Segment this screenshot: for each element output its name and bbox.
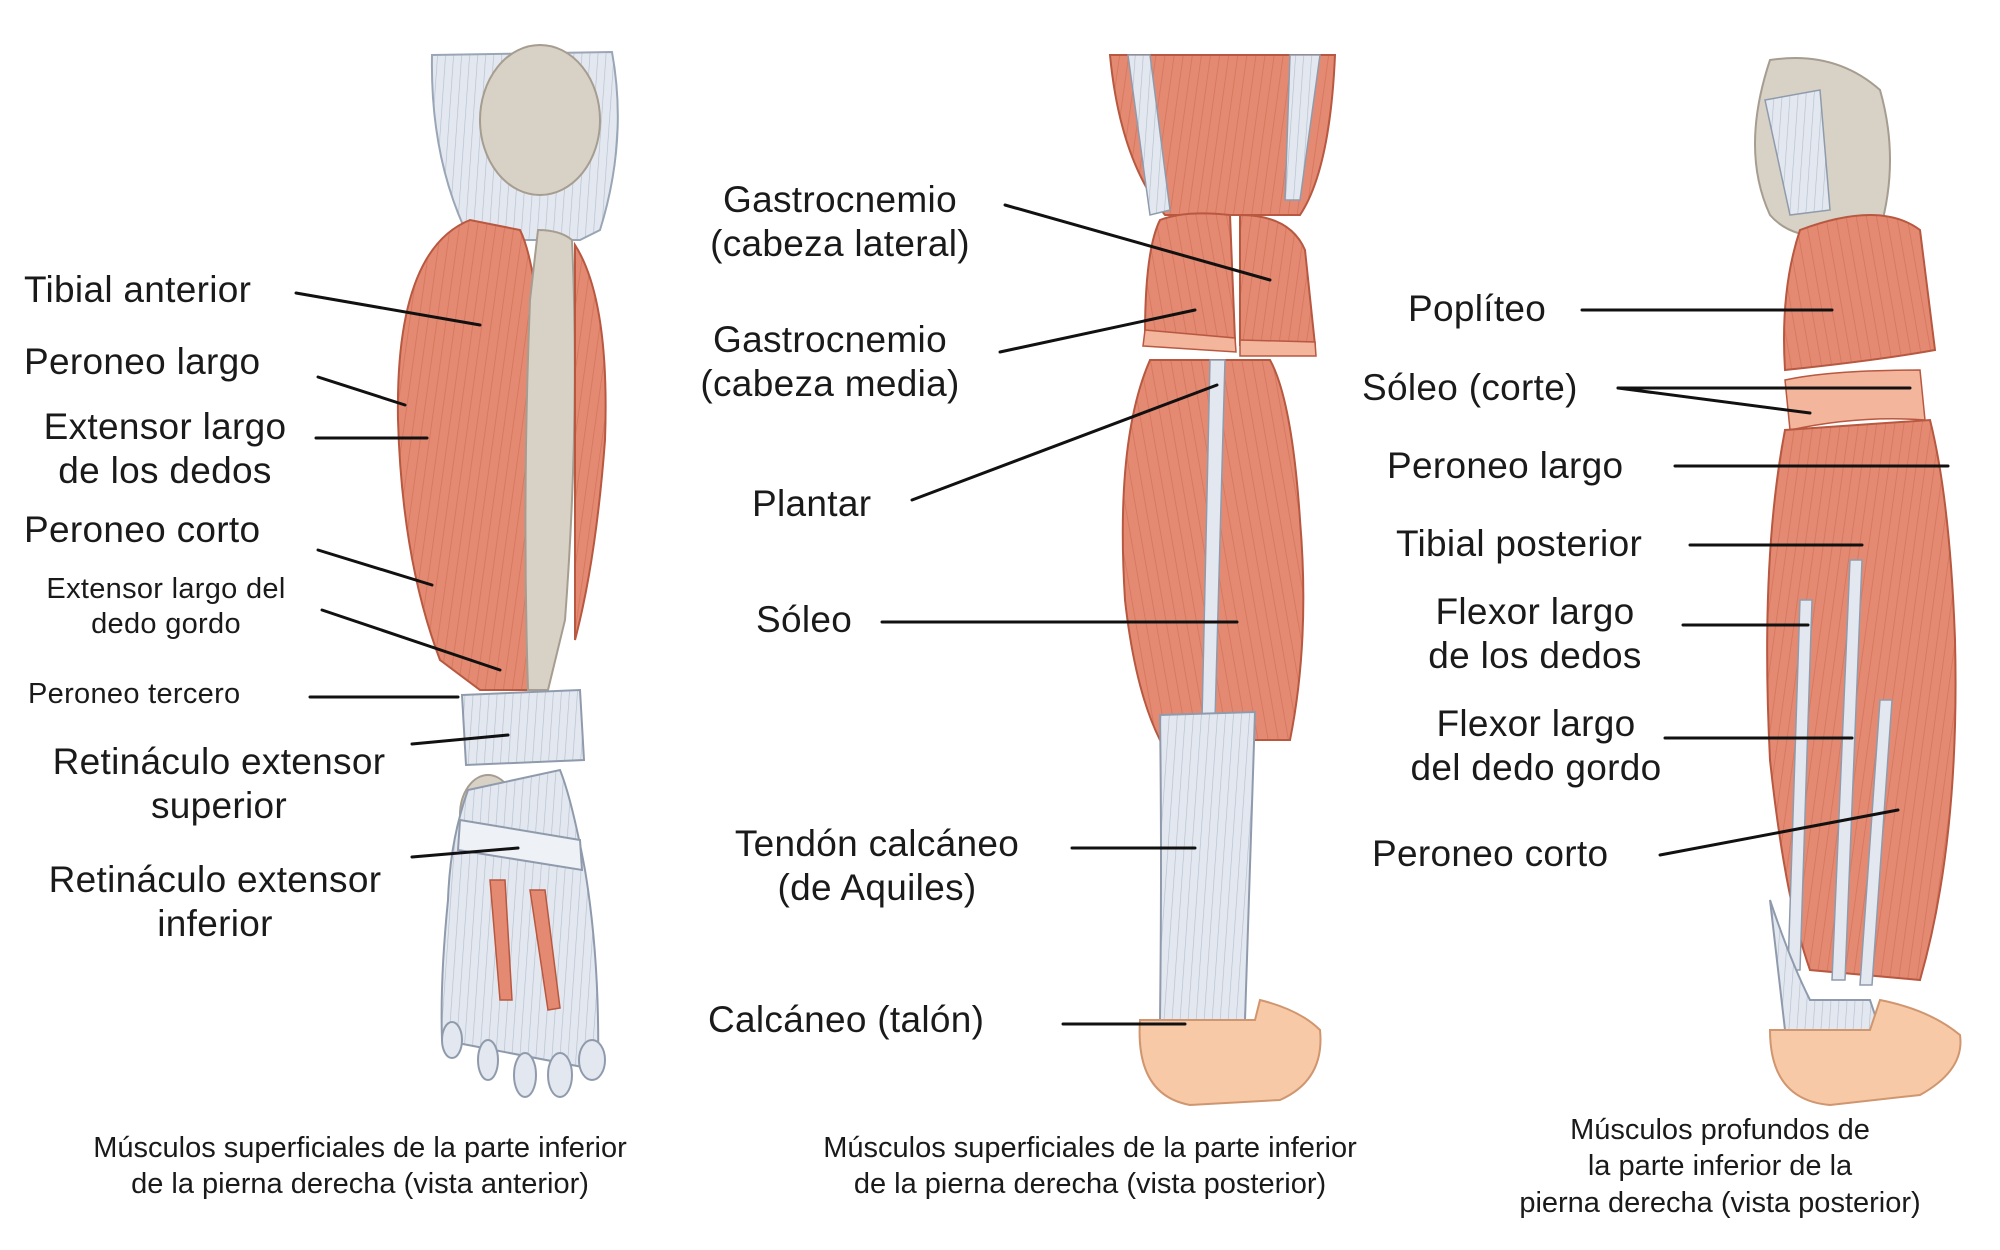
- label-peroneo-tercero: Peroneo tercero: [28, 678, 241, 710]
- label-gastrocnemio-lateral: Gastrocnemio (cabeza lateral): [710, 179, 970, 265]
- popliteus-muscle: [1783, 214, 1937, 372]
- leader-gastrocnemio-media: [998, 308, 1197, 354]
- label-gastrocnemio-media: Gastrocnemio (cabeza media): [700, 319, 960, 405]
- label-tibial-anterior: Tibial anterior: [24, 269, 252, 310]
- leader-plantar: [910, 383, 1219, 502]
- leader-extensor-largo-dedo-gordo: [320, 608, 502, 672]
- label-peroneo-largo: Peroneo largo: [24, 341, 261, 382]
- label-extensor-largo-dedo-gordo: Extensor largo del dedo gordo: [46, 573, 286, 640]
- posterior-superficial-leg-illustration: [1108, 54, 1337, 1107]
- achilles-tendon: [1158, 710, 1257, 1021]
- label-extensor-largo-dedos: Extensor largo de los dedos: [43, 406, 287, 492]
- label-popliteo: Poplíteo: [1408, 288, 1547, 329]
- label-calcaneo: Calcáneo (talón): [708, 999, 985, 1040]
- leader-retinaculo-superior: [410, 733, 510, 746]
- leader-peroneo-corto-deep: [1658, 808, 1900, 857]
- posterior-deep-leg-illustration: [1754, 57, 1962, 1107]
- medial-muscle: [574, 241, 607, 641]
- leader-retinaculo-inferior: [410, 846, 520, 859]
- caption-anterior: Músculos superficiales de la parte infer…: [93, 1132, 627, 1201]
- caption-posterior-deep: Músculos profundos de la parte inferior …: [1519, 1114, 1921, 1219]
- label-plantar: Plantar: [752, 483, 872, 524]
- gastrocnemius-lateral-head: [1143, 212, 1237, 342]
- patella: [479, 44, 601, 196]
- label-flexor-largo-dedo-gordo: Flexor largo del dedo gordo: [1410, 703, 1662, 789]
- leader-gastrocnemio-lateral: [1003, 203, 1272, 282]
- foot: [440, 768, 600, 1072]
- inferior-retinaculum: [456, 818, 584, 872]
- label-peroneo-corto: Peroneo corto: [24, 509, 261, 550]
- calcaneus-heel: [1138, 998, 1322, 1107]
- caption-posterior-superficial: Músculos superficiales de la parte infer…: [823, 1132, 1357, 1201]
- toes: [441, 1021, 606, 1098]
- label-soleo: Sóleo: [756, 599, 853, 640]
- leader-peroneo-largo: [316, 375, 407, 407]
- tibia-bone: [524, 228, 576, 691]
- label-peroneo-largo-deep: Peroneo largo: [1387, 445, 1624, 486]
- label-soleo-corte: Sóleo (corte): [1362, 367, 1578, 408]
- tibialis-anterior-muscle: [396, 218, 547, 691]
- deep-posterior-muscles: [1766, 418, 1957, 982]
- superior-retinaculum: [460, 688, 586, 767]
- leader-peroneo-corto: [316, 548, 434, 587]
- label-tendon-calcaneo: Tendón calcáneo (de Aquiles): [734, 823, 1020, 909]
- anterior-leg-illustration: [396, 44, 619, 1098]
- calcaneus-heel-deep: [1768, 998, 1962, 1107]
- leader-tibial-anterior: [294, 291, 482, 327]
- leader-lines: [294, 203, 1950, 1026]
- hamstring-muscles: [1108, 54, 1337, 216]
- gastrocnemius-medial-head: [1239, 213, 1317, 346]
- label-peroneo-corto-deep: Peroneo corto: [1372, 833, 1609, 874]
- leader-soleo-corte-b: [1616, 386, 1812, 415]
- label-retinaculo-inferior: Retináculo extensor inferior: [48, 859, 382, 945]
- label-retinaculo-superior: Retináculo extensor superior: [52, 741, 386, 827]
- label-tibial-posterior: Tibial posterior: [1396, 523, 1643, 564]
- label-flexor-largo-dedos: Flexor largo de los dedos: [1428, 591, 1642, 677]
